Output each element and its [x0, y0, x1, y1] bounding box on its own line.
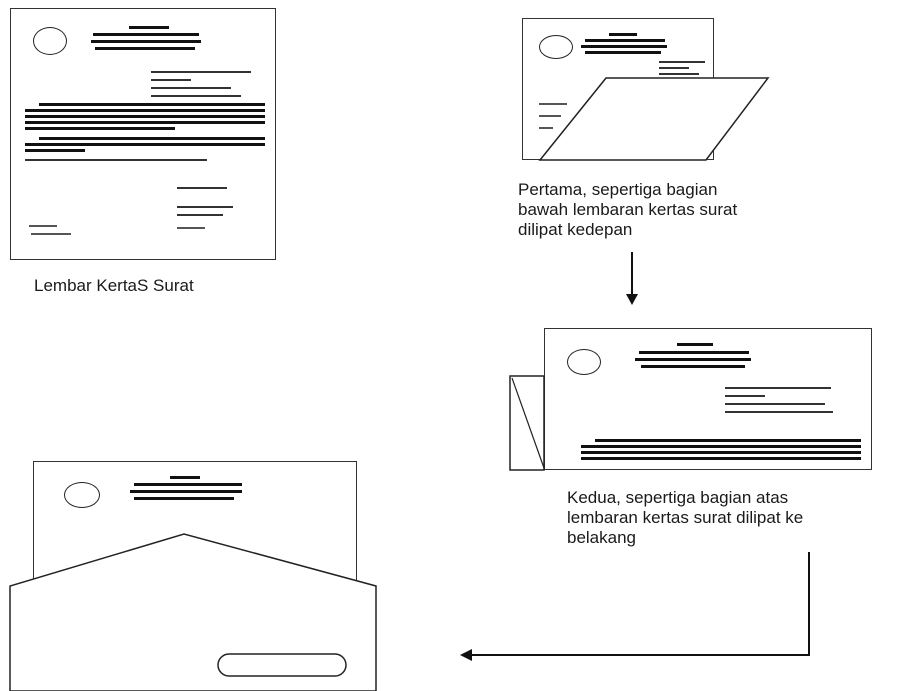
letterhead-line — [585, 51, 661, 54]
meta-line — [151, 95, 241, 97]
caption-step2-line: lembaran kertas surat dilipat ke — [567, 508, 804, 527]
body-line — [581, 445, 861, 448]
letterhead-line — [639, 351, 749, 354]
letterhead-line — [129, 26, 169, 29]
signature-line — [177, 214, 223, 216]
body-line — [25, 115, 265, 118]
letter-step2 — [544, 328, 872, 470]
body-line — [25, 143, 265, 146]
body-line — [25, 121, 265, 124]
meta-line — [725, 403, 825, 405]
meta-line — [725, 395, 765, 397]
meta-line — [151, 79, 191, 81]
body-line — [539, 103, 567, 105]
envelope-window — [217, 653, 347, 677]
letterhead-line — [609, 33, 637, 36]
letterhead-line — [585, 39, 665, 42]
letterhead-line — [91, 40, 201, 43]
letterhead-seal — [64, 482, 100, 508]
body-line — [25, 127, 175, 130]
caption-step2-line: Kedua, sepertiga bagian atas — [567, 488, 789, 507]
letterhead-seal — [539, 35, 573, 59]
body-line — [39, 137, 265, 140]
signature-line — [177, 187, 227, 189]
footer-line — [29, 225, 57, 227]
letterhead-line — [95, 47, 195, 50]
meta-line — [151, 71, 251, 73]
letterhead-line — [581, 45, 667, 48]
body-line — [581, 457, 861, 460]
letterhead-line — [93, 33, 199, 36]
footer-line — [31, 233, 71, 235]
letter-sheet-full — [10, 8, 276, 260]
letterhead-line — [134, 497, 234, 500]
meta-line — [659, 67, 689, 69]
letterhead-line — [170, 476, 200, 479]
arrow-return-head — [460, 649, 472, 661]
body-line — [25, 159, 207, 161]
meta-line — [151, 87, 231, 89]
letterhead-seal — [33, 27, 67, 55]
meta-line — [659, 61, 705, 63]
signature-line — [177, 206, 233, 208]
letterhead-seal — [567, 349, 601, 375]
fold-crease — [511, 377, 545, 469]
caption-step1-line: Pertama, sepertiga bagian — [518, 180, 718, 199]
body-line — [539, 127, 553, 129]
caption-step1-line: dilipat kedepan — [518, 220, 633, 239]
letterhead-line — [130, 490, 242, 493]
arrow-down-head — [626, 294, 638, 305]
caption-step1: Pertama, sepertiga bagian bawah lembaran… — [518, 180, 737, 240]
letterhead-line — [635, 358, 751, 361]
folded-flap — [538, 77, 770, 161]
caption-sheet: Lembar KertaS Surat — [34, 276, 194, 295]
meta-line — [725, 387, 831, 389]
footer-line — [177, 227, 205, 229]
body-line — [25, 109, 265, 112]
letterhead-line — [677, 343, 713, 346]
caption-step2: Kedua, sepertiga bagian atas lembaran ke… — [567, 488, 803, 548]
body-line — [595, 439, 861, 442]
caption-step1-line: bawah lembaran kertas surat — [518, 200, 738, 219]
fold-crease — [539, 77, 607, 161]
body-line — [581, 451, 861, 454]
meta-line — [725, 411, 833, 413]
meta-line — [659, 73, 699, 75]
body-line — [25, 149, 85, 152]
body-line — [539, 115, 561, 117]
caption-step2-line: belakang — [567, 528, 637, 547]
back-fold — [509, 375, 545, 471]
envelope — [9, 533, 377, 691]
letterhead-line — [134, 483, 242, 486]
body-line — [39, 103, 265, 106]
letterhead-line — [641, 365, 745, 368]
arrow-return — [470, 552, 810, 656]
